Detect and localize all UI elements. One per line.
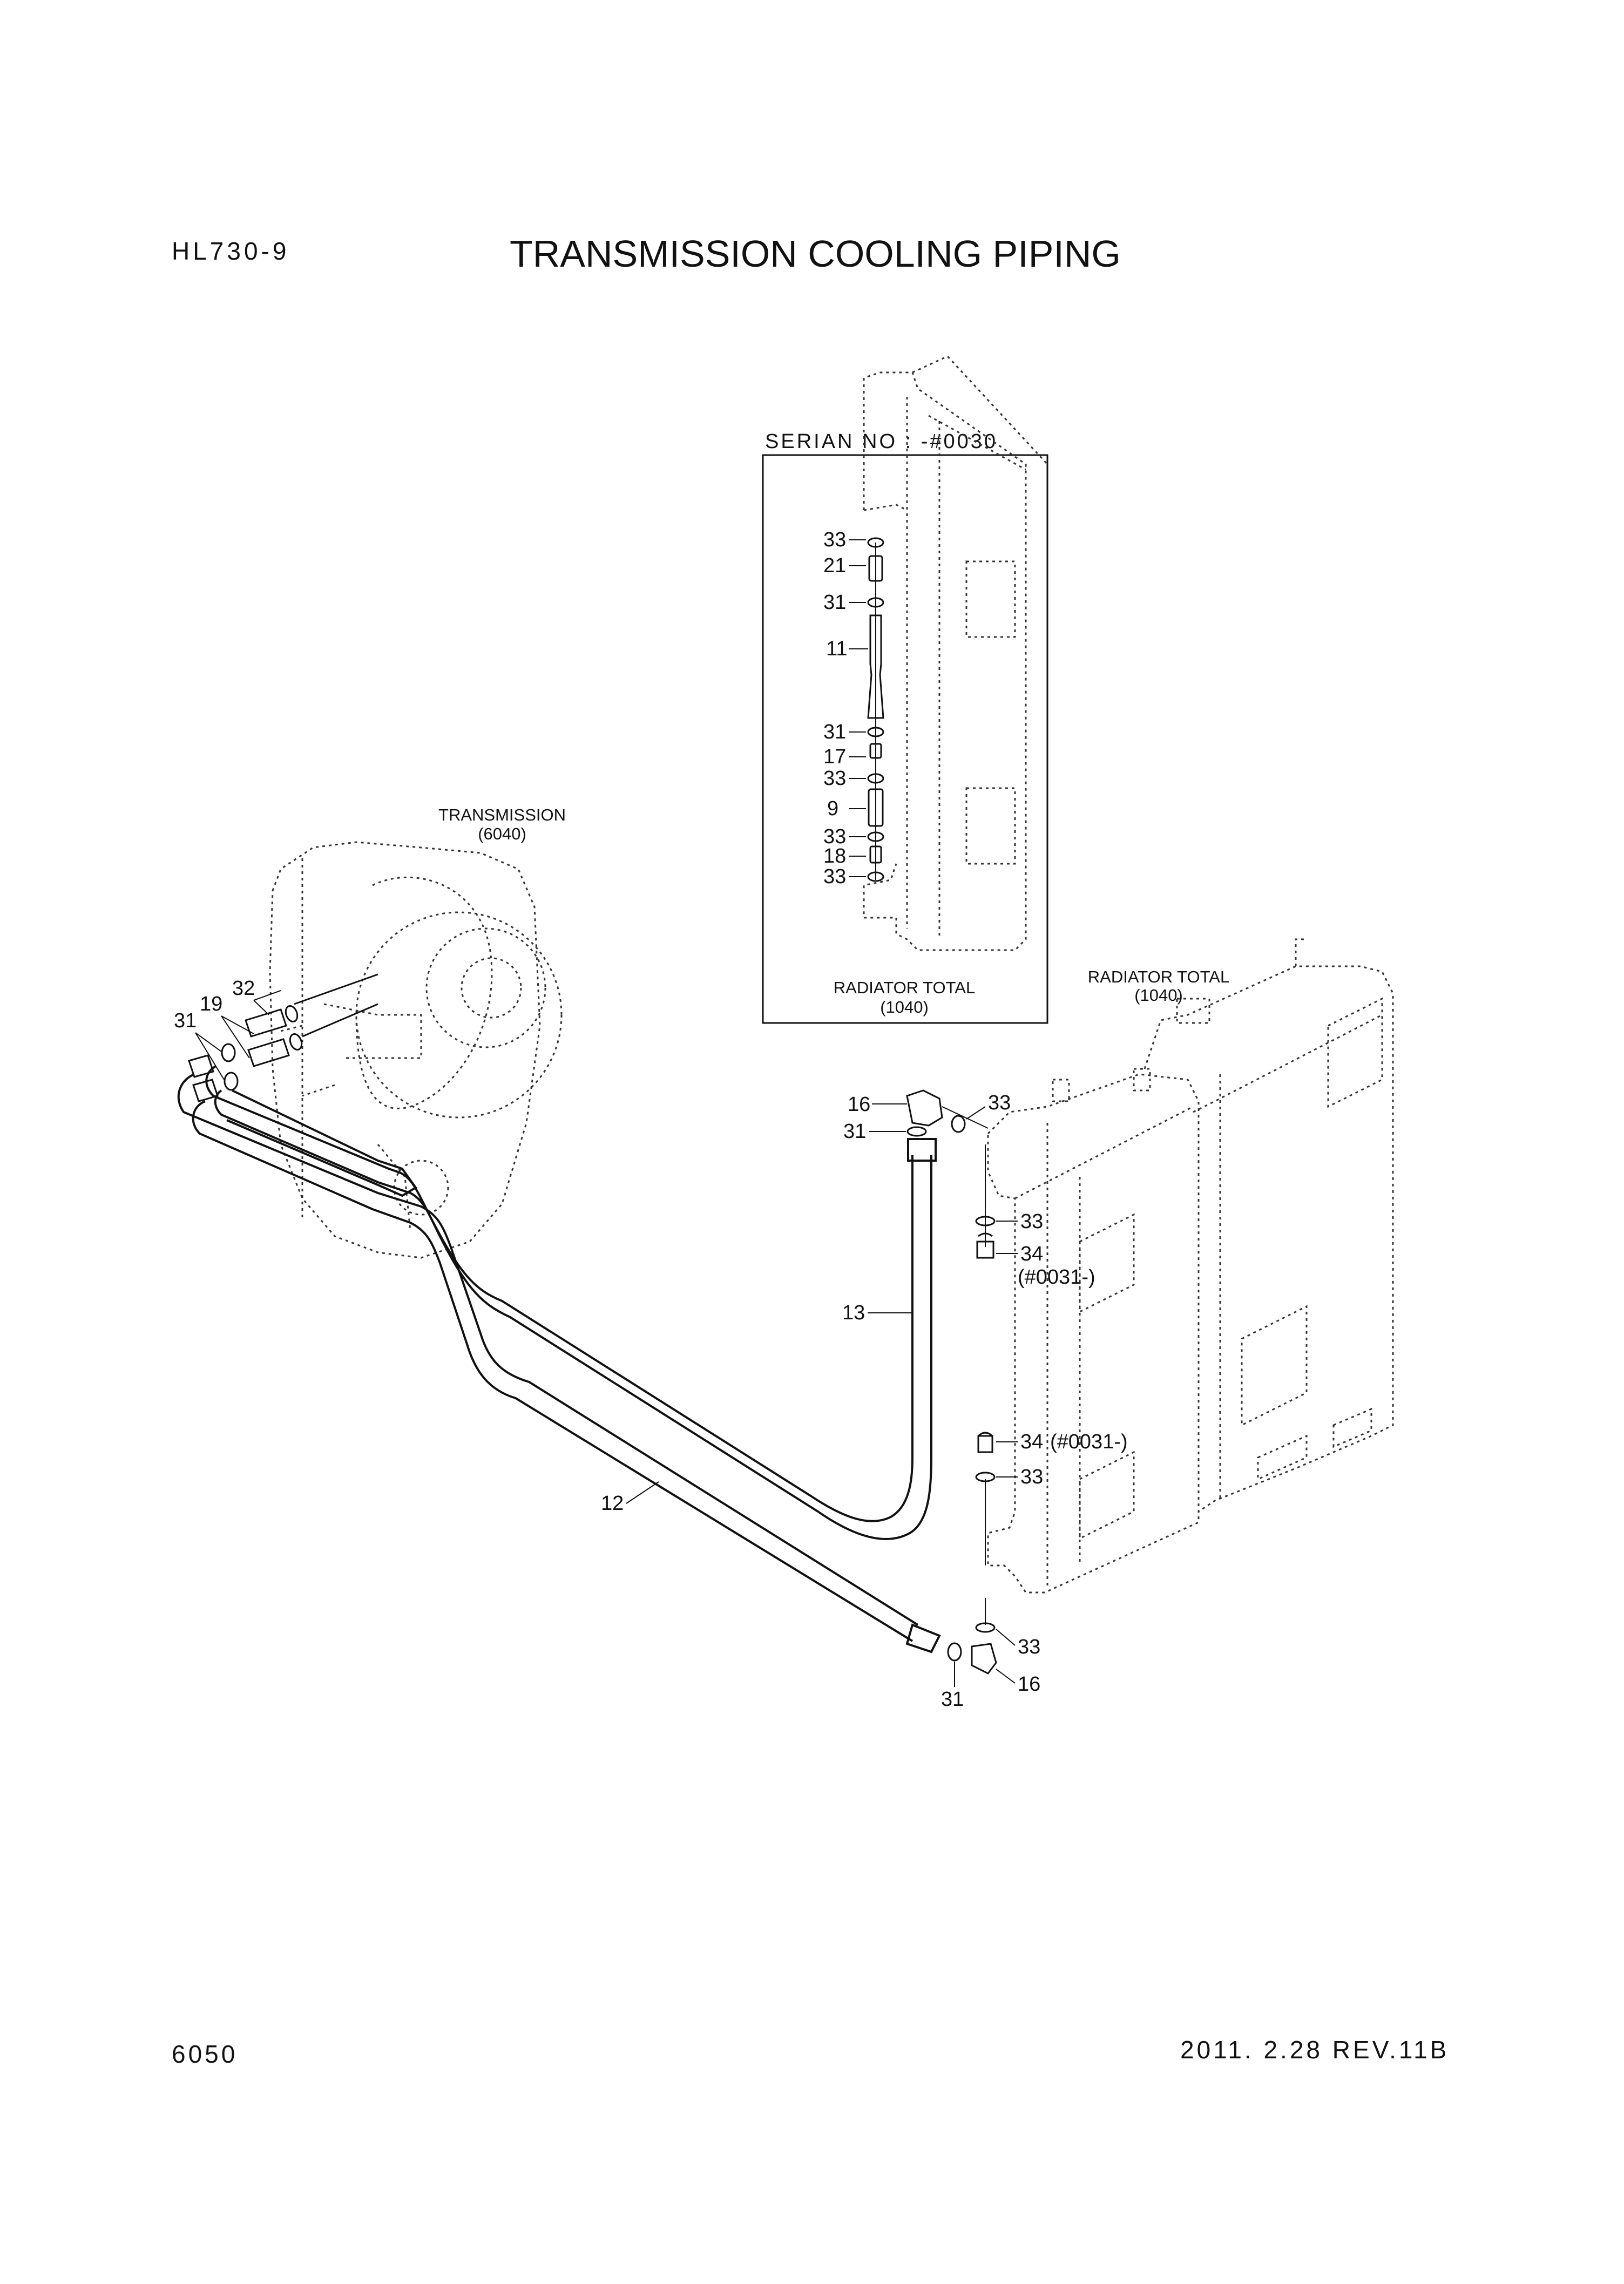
callout-16-bottom: 16 [1018, 1673, 1040, 1696]
inset-serial-label: SERIAN NO : -#0030 [765, 430, 998, 453]
plug-34 [976, 1241, 994, 1259]
connector-19 [247, 1038, 290, 1067]
adapter-9 [868, 788, 884, 827]
o-ring [867, 597, 884, 608]
callout-33-low: 33 [1020, 1466, 1043, 1488]
inset-callout-33: 33 [823, 767, 846, 790]
hose-end-fitting [905, 1623, 941, 1653]
callout-34-low: 34 [1020, 1431, 1043, 1453]
o-ring [975, 1216, 996, 1226]
inset-callouts: 33 21 31 11 31 17 33 9 33 18 3 [823, 528, 868, 888]
o-ring [867, 537, 884, 548]
rear-radiator-outline [1143, 938, 1394, 1513]
elbow-16 [906, 1089, 943, 1127]
radiator-side-fittings [947, 1144, 997, 1675]
page-number: 6050 [172, 2040, 238, 2068]
inset-callout-9: 9 [827, 797, 838, 820]
inset-callout-18: 18 [823, 845, 846, 867]
callout-19: 19 [200, 993, 222, 1015]
callout-13: 13 [842, 1302, 865, 1324]
o-ring [224, 1072, 239, 1091]
inset-callout-33: 33 [823, 825, 846, 848]
callout-33-mid: 33 [1020, 1210, 1043, 1233]
o-ring [975, 1622, 996, 1633]
transmission-code: (6040) [478, 824, 526, 843]
upper-fittings [906, 1089, 989, 1137]
callout-16-top: 16 [848, 1093, 870, 1116]
o-ring [867, 727, 884, 737]
connector-21 [868, 555, 883, 582]
pipe-13 [205, 1065, 937, 1540]
inset-callout-21: 21 [823, 554, 846, 577]
o-ring [867, 871, 884, 882]
inset-fitting-stack [867, 537, 884, 882]
o-ring [867, 773, 884, 784]
radiator-name: RADIATOR TOTAL [1088, 967, 1229, 986]
nipple-17 [869, 743, 882, 759]
inset-callout-11: 11 [826, 638, 847, 660]
inset-callout-33: 33 [823, 528, 846, 551]
serial-range-top: (#0031-) [1018, 1266, 1095, 1289]
callout-12: 12 [601, 1492, 624, 1515]
radiator-code: (1040) [1134, 986, 1183, 1005]
inset-detail: SERIAN NO : -#0030 [762, 355, 1048, 1024]
inset-callout-33: 33 [823, 865, 846, 888]
callout-33-top: 33 [988, 1092, 1011, 1114]
nipple-18 [869, 845, 882, 864]
callout-32: 32 [232, 977, 255, 1000]
inset-radiator-code: (1040) [880, 998, 929, 1016]
pipe-12 [177, 1073, 941, 1653]
callout-31-top: 31 [843, 1120, 866, 1143]
inset-callout-17: 17 [823, 745, 846, 768]
revision-date: 2011. 2.28 REV.11B [1180, 2036, 1450, 2064]
hose-end-fitting [907, 1138, 937, 1162]
callout-33-bottom: 33 [1018, 1636, 1040, 1658]
serial-range-low: (#0031-) [1050, 1431, 1128, 1453]
elbow-16 [971, 1643, 997, 1675]
transmission-name: TRANSMISSION [438, 805, 566, 824]
o-ring [947, 1642, 962, 1662]
o-ring [906, 1126, 927, 1137]
front-radiator-outline [987, 1068, 1200, 1594]
plug-34 [977, 1435, 993, 1453]
page-title: TRANSMISSION COOLING PIPING [510, 233, 1121, 275]
inset-callout-31: 31 [823, 591, 846, 614]
pipe-clamp-band [226, 1089, 417, 1197]
inset-callout-31: 31 [823, 721, 846, 743]
callout-34-top: 34 [1020, 1243, 1043, 1265]
hose-11 [867, 614, 884, 719]
inset-radiator-name: RADIATOR TOTAL [834, 978, 975, 997]
o-ring [951, 1115, 966, 1133]
callout-31: 31 [174, 1009, 197, 1032]
o-ring [221, 1043, 236, 1062]
o-ring [867, 831, 884, 842]
callout-31-bottom: 31 [941, 1688, 964, 1711]
inset-frame [762, 454, 1048, 1024]
model-number: HL730-9 [172, 237, 290, 265]
inset-radiator-outline [863, 355, 1048, 951]
